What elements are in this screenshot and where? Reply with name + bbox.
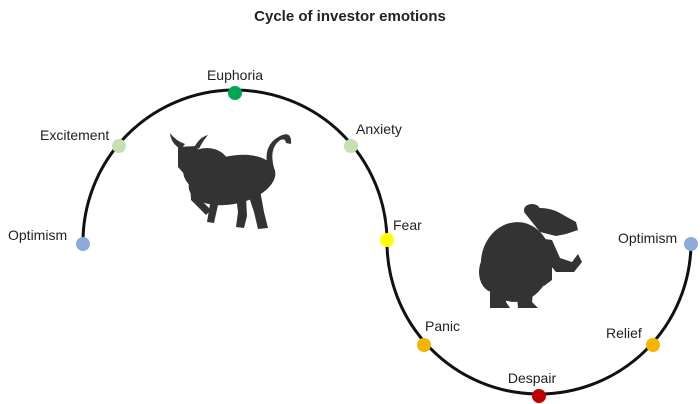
stage-label-relief: Relief xyxy=(606,325,642,341)
bull-icon xyxy=(170,133,292,229)
bear-icon xyxy=(479,204,582,308)
stage-label-optimism-end: Optimism xyxy=(618,230,677,246)
stage-label-optimism-start: Optimism xyxy=(8,227,67,243)
stage-label-euphoria: Euphoria xyxy=(207,67,263,83)
stage-label-anxiety: Anxiety xyxy=(356,121,402,137)
stage-marker-relief xyxy=(646,338,660,352)
stages: Optimism Excitement EuphoriaAnxietyFearPan… xyxy=(8,67,698,403)
diagram-title: Cycle of investor emotions xyxy=(254,8,446,25)
stage-marker-anxiety xyxy=(344,139,358,153)
stage-label-despair: Despair xyxy=(508,370,557,386)
stage-marker-optimism-end xyxy=(684,237,698,251)
stage-label-panic: Panic xyxy=(425,318,460,334)
stage-marker-panic xyxy=(417,338,431,352)
stage-label-excitement: Excitement xyxy=(40,127,109,143)
stage-marker-excitement xyxy=(112,139,126,153)
stage-marker-optimism-start xyxy=(76,237,90,251)
stage-marker-despair xyxy=(532,389,546,403)
stage-label-fear: Fear xyxy=(393,217,422,233)
stage-marker-euphoria xyxy=(228,86,242,100)
stage-marker-fear xyxy=(380,233,394,247)
